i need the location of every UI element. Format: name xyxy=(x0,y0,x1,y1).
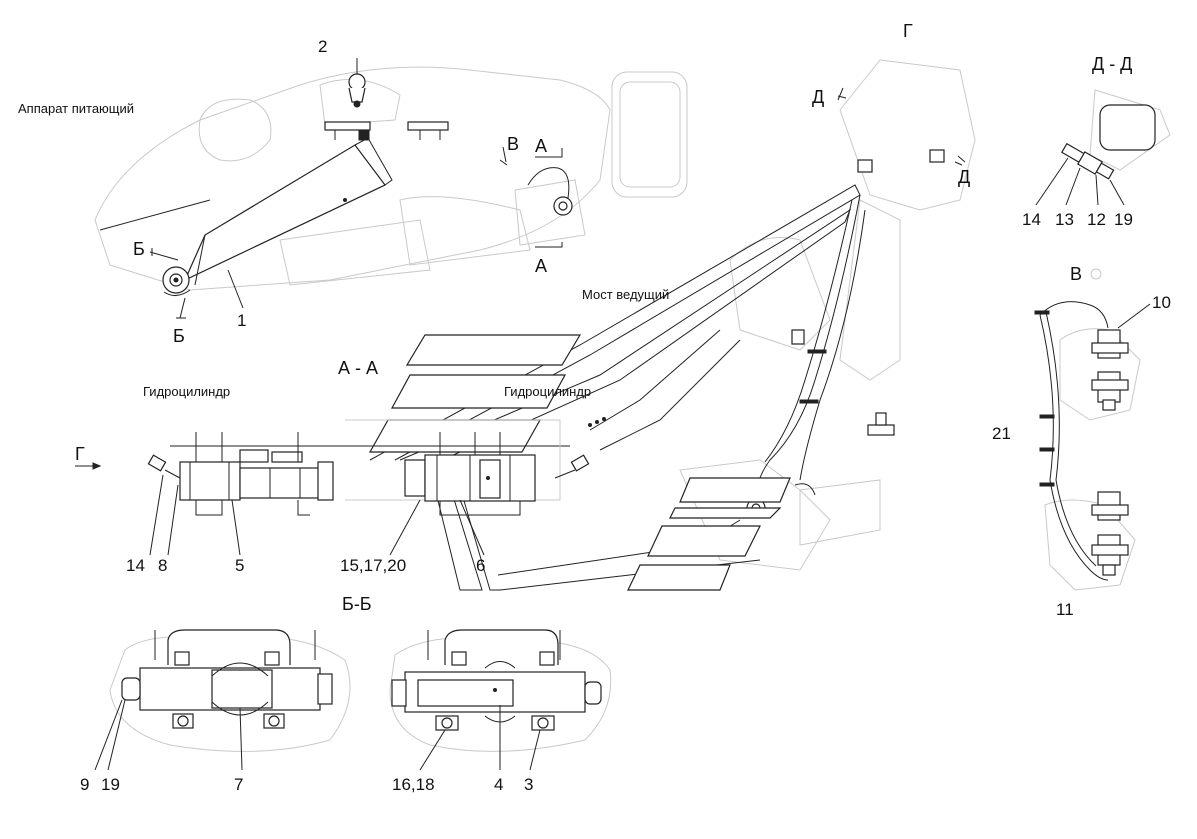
callout-1: 1 xyxy=(237,311,246,330)
callout-4: 4 xyxy=(494,775,503,794)
view-g-arrow-mark: Г xyxy=(75,444,85,464)
section-bb-title: Б-Б xyxy=(342,594,372,614)
view-v xyxy=(1034,268,1151,591)
apparatus-label: Аппарат питающий xyxy=(18,101,134,116)
callout-14-aa: 14 xyxy=(126,556,145,575)
hydro-right-label: Гидроцилиндр xyxy=(504,384,591,399)
view-g-title: Г xyxy=(903,21,913,41)
section-d-left-mark: Д xyxy=(812,87,824,107)
section-a-bottom-mark: А xyxy=(535,256,547,276)
hydro-left-label: Гидроцилиндр xyxy=(143,384,230,399)
callout-16-18: 16,18 xyxy=(392,775,435,794)
chute-outline xyxy=(368,184,861,591)
callout-3: 3 xyxy=(524,775,533,794)
callout-12: 12 xyxy=(1087,210,1106,229)
section-bb xyxy=(94,629,612,771)
section-aa-title: А - А xyxy=(338,358,378,378)
callout-6: 6 xyxy=(476,556,485,575)
bridge-label: Мост ведущий xyxy=(582,287,669,302)
callout-7: 7 xyxy=(234,775,243,794)
view-v-arrow-mark: В xyxy=(507,134,519,154)
view-v-title: В xyxy=(1070,264,1082,284)
callout-19-bb: 19 xyxy=(101,775,120,794)
section-a-top-mark: А xyxy=(535,136,547,156)
callout-10: 10 xyxy=(1152,293,1171,312)
section-d-right-mark: Д xyxy=(958,167,970,187)
callout-19-dd: 19 xyxy=(1114,210,1133,229)
section-b-bottom-mark: Б xyxy=(173,326,185,346)
callout-5: 5 xyxy=(235,556,244,575)
hose-fitting-view xyxy=(499,71,688,248)
callout-15-17-20: 15,17,20 xyxy=(340,556,406,575)
callout-9: 9 xyxy=(80,775,89,794)
section-dd-title: Д - Д xyxy=(1092,54,1132,74)
callout-8: 8 xyxy=(158,556,167,575)
callout-14-dd: 14 xyxy=(1022,210,1041,229)
text-labels: Аппарат питающий Мост ведущий Гидроцилин… xyxy=(18,21,1171,794)
callout-2: 2 xyxy=(318,37,327,56)
callout-11: 11 xyxy=(1056,600,1074,619)
callout-21: 21 xyxy=(992,424,1011,443)
section-aa xyxy=(75,419,590,556)
section-b-top-mark: Б xyxy=(133,239,145,259)
section-dd xyxy=(1035,89,1171,206)
callout-13: 13 xyxy=(1055,210,1074,229)
top-left-assembly xyxy=(94,58,611,319)
bridge-assembly xyxy=(679,59,976,571)
